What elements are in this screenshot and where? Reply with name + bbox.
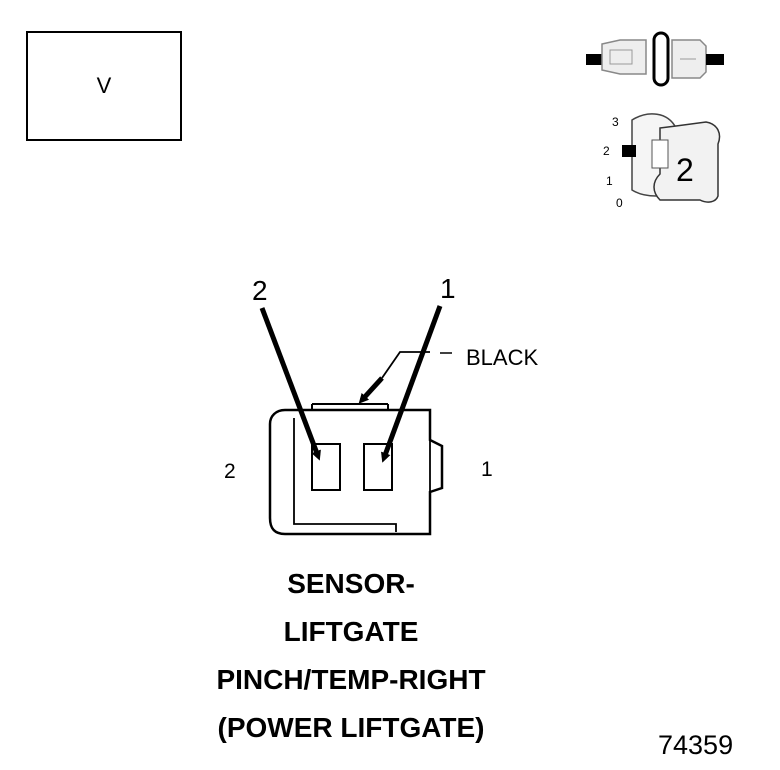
pin-1-callout-arrow	[381, 305, 443, 463]
connector-body	[268, 403, 444, 536]
title-line-3: PINCH/TEMP-RIGHT	[216, 664, 486, 695]
connector-plug-icon	[586, 31, 724, 87]
title-line-4: (POWER LIFTGATE)	[217, 712, 485, 743]
connector-color-label: BLACK	[466, 345, 538, 370]
key-position-2: 2	[603, 144, 610, 158]
ignition-key-icon	[622, 113, 721, 203]
title-line-2: LIFTGATE	[283, 616, 419, 647]
key-selected-position: 2	[676, 152, 694, 188]
color-label-arrow	[358, 376, 384, 404]
title-line-1: SENSOR-	[287, 568, 415, 599]
key-position-marker	[622, 145, 636, 157]
pin-2-callout-arrow	[259, 307, 321, 461]
figure-number: 74359	[658, 730, 734, 760]
voltage-label: V	[97, 73, 112, 98]
voltage-box	[26, 31, 182, 141]
side-label-right: 1	[481, 458, 493, 481]
side-label-left: 2	[224, 460, 236, 483]
color-label-leader	[381, 351, 430, 379]
connector-title: SENSOR- LIFTGATE PINCH/TEMP-RIGHT (POWER…	[0, 560, 702, 752]
key-position-0: 0	[616, 196, 623, 210]
pin-1-callout-label: 1	[440, 273, 456, 304]
key-position-1: 1	[606, 174, 613, 188]
key-position-3: 3	[612, 115, 619, 129]
pin-2-callout-label: 2	[252, 275, 268, 306]
